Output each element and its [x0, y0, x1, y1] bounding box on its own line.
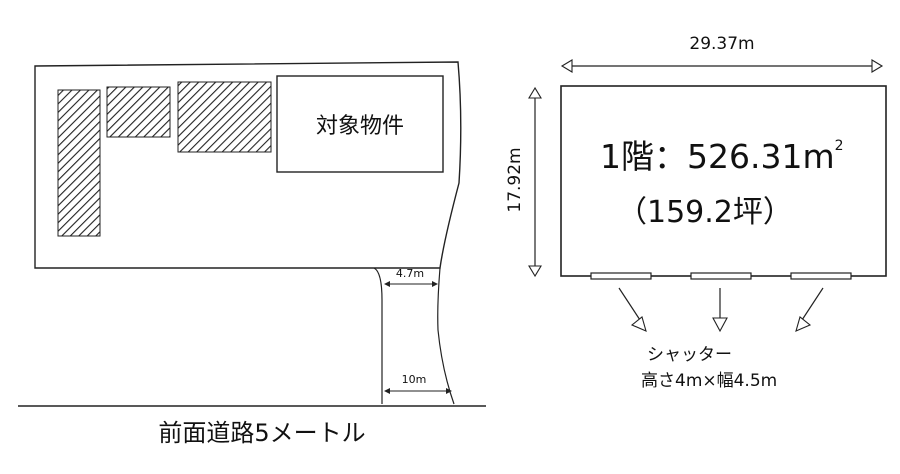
width-arrow-right — [871, 59, 884, 73]
road-label: 前面道路5メートル — [158, 419, 365, 447]
shutter-title: シャッター — [647, 345, 732, 365]
depth-arrow-bottom — [528, 265, 542, 278]
hatched-building-2 — [106, 86, 171, 138]
building-outline — [560, 85, 887, 277]
width-label: 29.37m — [689, 34, 754, 54]
access-lane-left — [373, 267, 383, 404]
shutter-arrow-3-shaft — [801, 287, 824, 321]
shutter-1 — [590, 272, 652, 280]
shutter-arrow-2-head — [712, 317, 728, 333]
gap-lower-label: 10m — [402, 373, 427, 386]
shutter-3 — [790, 272, 852, 280]
shutter-size: 高さ4m×幅4.5m — [641, 371, 777, 391]
floor-plan: 29.37m 17.92m 1階：526.31m2 （159.2坪） シャッター… — [505, 34, 887, 391]
shutter-2 — [690, 272, 752, 280]
target-building-label: 対象物件 — [316, 114, 404, 139]
shutter-arrow-1-shaft — [618, 287, 641, 321]
depth-arrow-top — [528, 86, 542, 99]
shutter-arrow-3-head — [795, 316, 812, 332]
floor-area-unit: m — [802, 137, 834, 176]
depth-label: 17.92m — [505, 147, 525, 212]
width-arrow-left — [560, 59, 573, 73]
hatched-building-3 — [177, 81, 272, 153]
shutter-arrow-1-head — [630, 316, 647, 332]
gap-lower-arrow-left — [384, 388, 390, 394]
gap-lower-arrow-right — [446, 388, 452, 394]
target-building — [276, 75, 444, 173]
access-lane-right — [437, 267, 455, 405]
gap-upper-label: 4.7m — [396, 267, 424, 280]
hatched-building-1 — [57, 89, 101, 237]
site-boundary — [34, 61, 462, 269]
gap-upper-arrow-right — [432, 281, 438, 287]
floor-area-label: 1階：526.31 — [600, 137, 802, 176]
floor-area-text: 1階：526.31m2 — [600, 137, 844, 176]
floor-area-unit-sup: 2 — [835, 138, 844, 154]
tsubo-label: （159.2坪） — [617, 195, 793, 230]
gap-upper-arrow-left — [384, 281, 390, 287]
site-plan: 対象物件 4.7m 10m 前面道路5メートル — [18, 61, 486, 447]
